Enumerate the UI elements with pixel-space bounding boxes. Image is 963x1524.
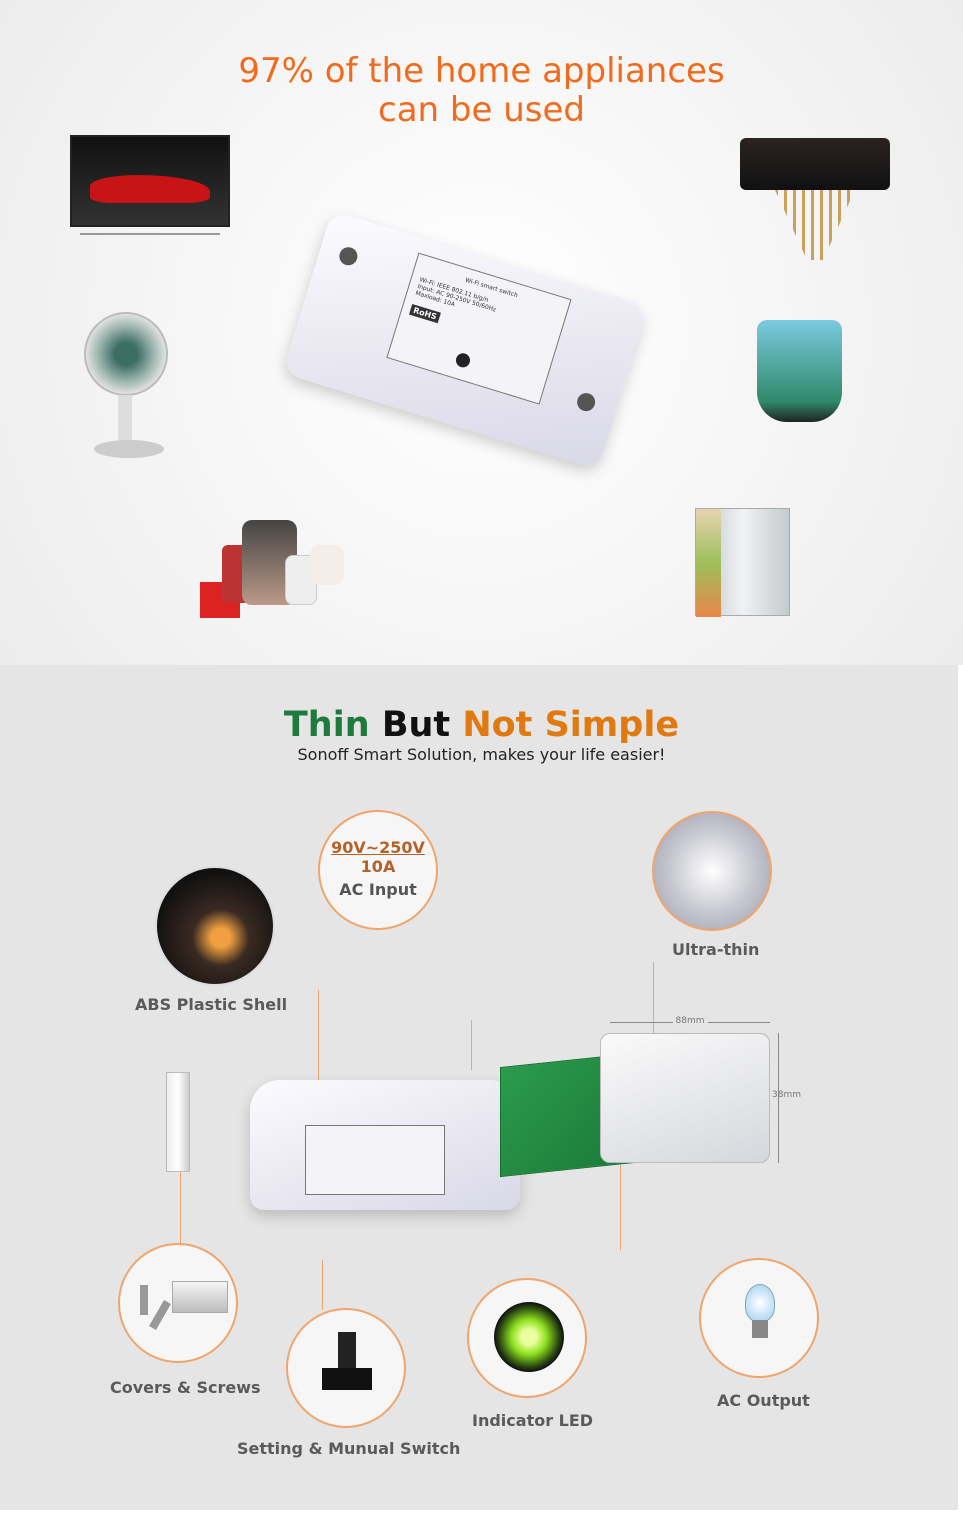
headline: 97% of the home appliances can be used xyxy=(0,52,963,130)
manual-switch-circle xyxy=(286,1308,406,1428)
device-button xyxy=(454,351,472,370)
ac-input-circle: 90V~250V 10A AC Input xyxy=(318,810,438,930)
headline-line1: 97% of the home appliances xyxy=(238,51,725,91)
chandelier-crystals xyxy=(775,190,855,260)
ac-input-label: AC Input xyxy=(339,880,417,899)
switch-shell-back xyxy=(600,1033,770,1163)
appliances-section: 97% of the home appliances can be used W… xyxy=(0,0,963,665)
section-title: Thin But Not Simple xyxy=(0,705,963,745)
side-cover xyxy=(166,1072,190,1172)
device-label xyxy=(305,1125,445,1195)
ac-output-caption: AC Output xyxy=(717,1391,810,1410)
fan-stand xyxy=(118,395,132,445)
title-not-simple: Not Simple xyxy=(462,705,680,745)
indicator-led-caption: Indicator LED xyxy=(472,1411,594,1430)
current-rating: 10A xyxy=(360,857,396,876)
chandelier-image xyxy=(740,138,890,190)
manual-switch-caption: Setting & Munual Switch xyxy=(237,1439,461,1458)
ac-output-circle xyxy=(699,1258,819,1378)
rohs-mark: RoHS xyxy=(409,303,442,324)
width-label: 88mm xyxy=(672,1016,708,1026)
tv-image xyxy=(70,135,230,235)
refrigerator-image xyxy=(695,508,790,617)
height-dimension xyxy=(778,1033,779,1163)
title-thin: Thin xyxy=(283,705,370,745)
ultra-thin-circle xyxy=(652,811,772,931)
covers-screws-circle xyxy=(118,1243,238,1363)
connector-line xyxy=(322,1260,323,1310)
connector-line xyxy=(471,1020,472,1070)
fan-image xyxy=(84,312,168,396)
device-label: Wi-Fi smart switch Wi-Fi: IEEE 802.11 b/… xyxy=(386,252,572,405)
switch-shell-front xyxy=(250,1080,520,1210)
indicator-led-circle xyxy=(467,1278,587,1398)
screw-icon xyxy=(337,245,360,268)
height-label: 38mm xyxy=(772,1090,801,1100)
kitchen-appliances-image xyxy=(200,520,345,620)
abs-shell-circle xyxy=(155,866,275,986)
connector-line xyxy=(180,1170,181,1245)
screw-icon xyxy=(574,390,598,414)
fan-base xyxy=(94,440,164,458)
abs-shell-caption: ABS Plastic Shell xyxy=(135,995,288,1014)
section-subtitle: Sonoff Smart Solution, makes your life e… xyxy=(297,745,666,764)
connector-line xyxy=(653,962,654,1052)
title-but: But xyxy=(381,705,451,745)
aquarium-image xyxy=(757,320,842,422)
smart-switch-device: Wi-Fi smart switch Wi-Fi: IEEE 802.11 b/… xyxy=(282,210,648,470)
ultra-thin-caption: Ultra-thin xyxy=(672,940,760,959)
device-spec: Input: AC 90-250V 50/60Hz xyxy=(416,282,497,314)
connector-line xyxy=(620,1165,621,1250)
covers-screws-caption: Covers & Screws xyxy=(110,1378,261,1397)
voltage-range: 90V~250V xyxy=(331,838,425,857)
headline-line2: can be used xyxy=(378,90,585,130)
width-dimension: 88mm xyxy=(610,1016,770,1033)
connector-line xyxy=(318,990,319,1080)
